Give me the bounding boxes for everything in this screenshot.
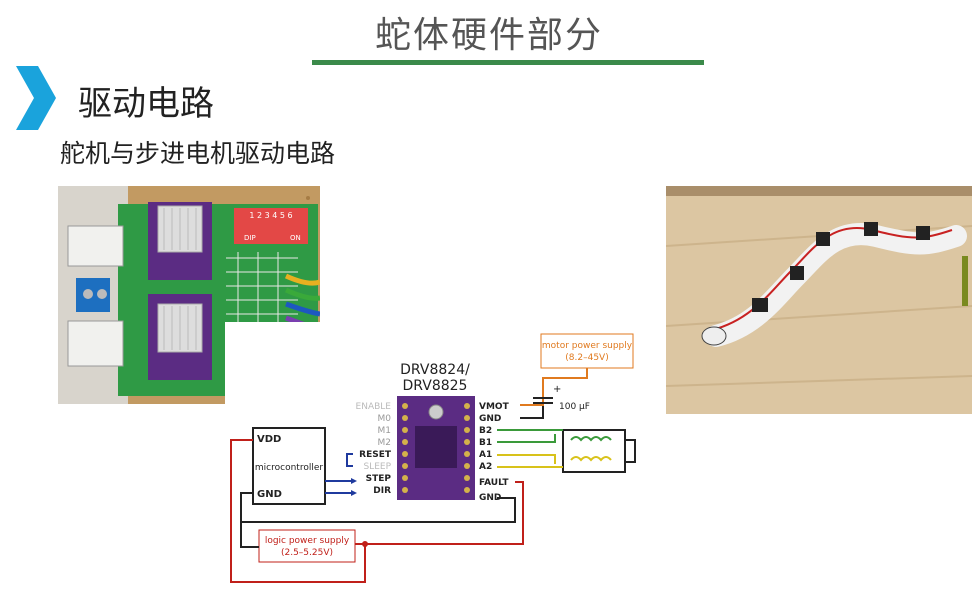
capacitor-label: 100 µF — [559, 402, 590, 412]
pin-step: STEP — [366, 474, 392, 484]
chip-name-1: DRV8824/ — [400, 362, 470, 378]
wiring-diagram: motor power supply (8.2–45V) + 100 µF DR… — [225, 322, 655, 594]
pin-fault: FAULT — [479, 478, 509, 488]
pin-gnd-motor: GND — [479, 414, 501, 424]
pin-b1: B1 — [479, 438, 492, 448]
motor-supply-label: motor power supply — [542, 341, 633, 351]
stepper-motor — [562, 429, 626, 473]
subsection-title: 舵机与步进电机驱动电路 — [60, 139, 336, 168]
dip-label: DIP — [244, 234, 256, 242]
slide-title: 蛇体硬件部分 — [374, 15, 603, 56]
pin-a2: A2 — [479, 462, 492, 472]
section-title: 驱动电路 — [78, 84, 214, 124]
dip-on-label: ON — [290, 234, 301, 242]
pin-m1: M1 — [378, 426, 392, 436]
dip-numbers: 1 2 3 4 5 6 — [249, 211, 292, 220]
mcu-name: microcontroller — [255, 463, 323, 473]
driver-board-photo: 1 2 3 4 5 6 DIP ON — [58, 186, 320, 404]
title-underline — [312, 60, 704, 65]
motor-supply-range: (8.2–45V) — [565, 353, 608, 363]
pin-vmot: VMOT — [479, 402, 510, 412]
snake-robot-photo — [666, 186, 972, 414]
chip-name-2: DRV8825 — [403, 378, 468, 394]
pin-a1: A1 — [479, 450, 492, 460]
motor-power-supply-box — [540, 333, 634, 369]
pin-gnd-logic: GND — [479, 493, 501, 503]
pin-enable: ENABLE — [356, 402, 392, 412]
microcontroller-box — [252, 427, 326, 505]
logic-supply-label: logic power supply — [265, 536, 350, 546]
logic-power-supply-box — [258, 529, 356, 563]
mcu-gnd-label: GND — [257, 489, 282, 500]
pin-m0: M0 — [378, 414, 392, 424]
capacitor-plus: + — [553, 384, 561, 395]
mcu-vdd-label: VDD — [257, 434, 281, 445]
logic-supply-range: (2.5–5.25V) — [281, 548, 333, 558]
chevron-right-icon — [16, 66, 56, 130]
pin-reset: RESET — [359, 450, 392, 460]
pin-b2: B2 — [479, 426, 492, 436]
pin-sleep: SLEEP — [363, 462, 391, 472]
pin-dir: DIR — [373, 486, 391, 496]
pin-m2: M2 — [378, 438, 392, 448]
